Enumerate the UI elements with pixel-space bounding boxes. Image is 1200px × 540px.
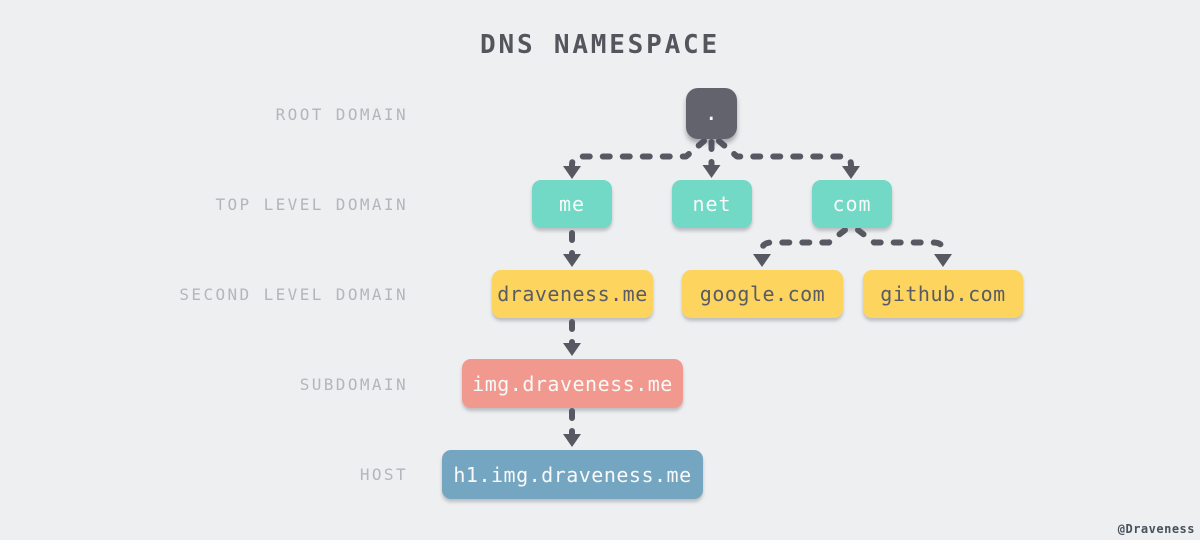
node-sld-draveness-me: draveness.me: [492, 270, 653, 318]
node-sld-github-com: github.com: [863, 270, 1023, 318]
arrowhead-com: [842, 166, 860, 179]
arrowhead-github: [934, 254, 952, 267]
arrowhead-net: [702, 165, 721, 178]
node-sld-google-com: google.com: [682, 270, 843, 318]
row-label-subdomain: SUBDOMAIN: [299, 375, 408, 394]
node-host-h1-img-draveness-me: h1.img.draveness.me: [442, 450, 703, 499]
arrowhead-h1: [563, 434, 581, 447]
node-tld-net: net: [672, 180, 752, 228]
row-label-host: HOST: [359, 465, 408, 484]
arrowhead-google: [753, 254, 771, 267]
node-root-domain: .: [686, 88, 737, 139]
edge-root-to-me: [569, 138, 707, 169]
arrowhead-draveness: [563, 254, 581, 267]
diagram-title: DNS NAMESPACE: [480, 30, 720, 60]
row-label-root-domain: ROOT DOMAIN: [275, 105, 408, 124]
edge-com-to-github: [855, 227, 946, 256]
row-label-second-level-domain: SECOND LEVEL DOMAIN: [179, 285, 408, 304]
row-label-top-level-domain: TOP LEVEL DOMAIN: [215, 195, 408, 214]
node-tld-me: me: [532, 180, 612, 228]
watermark: @Draveness: [1117, 522, 1195, 536]
arrowhead-me: [563, 166, 581, 179]
node-subdomain-img-draveness-me: img.draveness.me: [462, 359, 683, 408]
edge-com-to-google: [759, 227, 848, 256]
edge-root-to-com: [716, 138, 854, 169]
node-tld-com: com: [812, 180, 892, 228]
arrowhead-img: [563, 343, 581, 356]
